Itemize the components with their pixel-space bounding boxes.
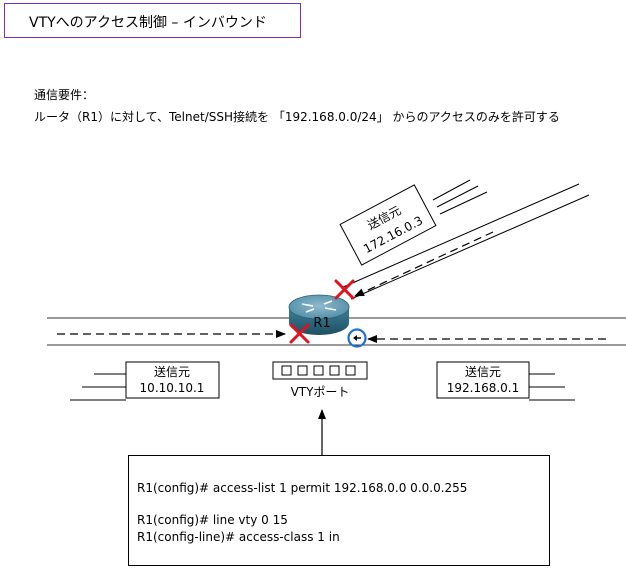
- vty-label: VTYポート: [291, 385, 350, 399]
- config-line-3: R1(config-line)# access-class 1 in: [137, 530, 340, 544]
- top-source-cables: [340, 179, 590, 300]
- vty-port-2: [313, 365, 324, 376]
- source-right-box: 送信元 192.168.0.1: [436, 361, 530, 399]
- vty-port-4: [345, 365, 356, 376]
- config-line-1: R1(config)# access-list 1 permit 192.168…: [137, 481, 468, 495]
- deny-mark-left: [289, 323, 310, 344]
- source-left-cables: [70, 373, 126, 401]
- source-left-box: 送信元 10.10.10.1: [125, 361, 220, 399]
- title-box: VTYへのアクセス制御 – インバウンド: [4, 3, 301, 38]
- source-right-address: 192.168.0.1: [447, 381, 520, 395]
- vty-port-0: [281, 365, 292, 376]
- permit-mark: [347, 328, 367, 348]
- source-right-label: 送信元: [465, 364, 501, 379]
- deny-mark-top: [334, 279, 355, 300]
- vty-port-1: [297, 365, 308, 376]
- config-box: R1(config)# access-list 1 permit 192.168…: [128, 455, 550, 566]
- source-left-label: 送信元: [154, 364, 190, 379]
- config-line-2: R1(config)# line vty 0 15: [137, 513, 288, 527]
- requirement-label: 通信要件：: [34, 88, 95, 102]
- source-left-address: 10.10.10.1: [140, 381, 205, 395]
- requirement-text: ルータ（R1）に対して、Telnet/SSH接続を 「192.168.0.0/2…: [34, 110, 560, 124]
- router-icon: R1: [288, 294, 350, 335]
- vty-port-group: VTYポート: [272, 361, 368, 399]
- source-right-cables: [529, 373, 575, 401]
- page-title: VTYへのアクセス制御 – インバウンド: [29, 15, 267, 31]
- router-label: R1: [313, 316, 330, 331]
- vty-port-3: [329, 365, 340, 376]
